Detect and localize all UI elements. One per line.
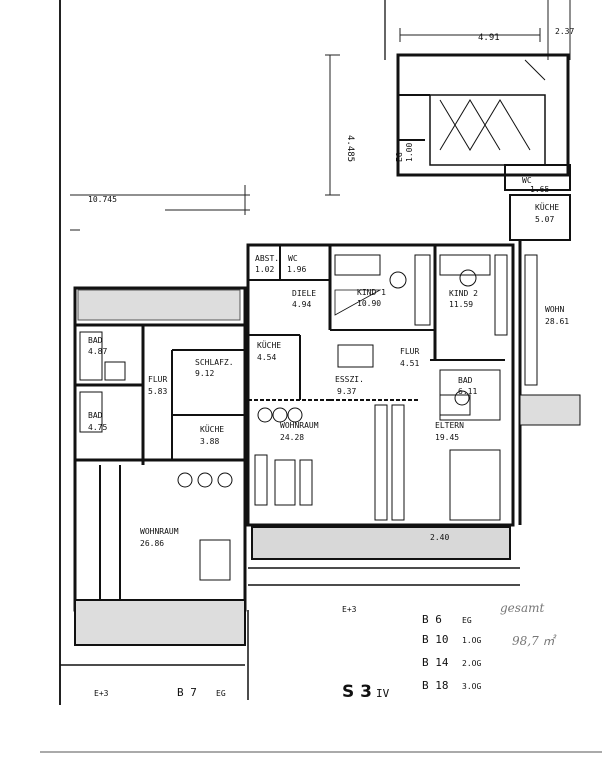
dim-wc-top: 2.37 <box>555 27 574 36</box>
room-center-kind2-name: KIND 2 <box>449 289 478 298</box>
room-center-flur-name: FLUR <box>400 347 419 356</box>
dim-left-site: 10.745 <box>88 195 117 204</box>
room-center-kind2-area: 11.59 <box>449 300 473 309</box>
legend-building-code: B 14 <box>422 656 449 669</box>
room-right-kueche-area: 5.07 <box>535 215 554 224</box>
room-center-diele-area: 4.94 <box>292 300 311 309</box>
upper-right-building <box>396 53 571 241</box>
dim-eg-small: EG <box>395 152 404 162</box>
dim-vertical: 4.485 <box>345 135 355 162</box>
room-center-wc-name: WC <box>288 254 298 263</box>
room-center-bad-name: BAD <box>458 376 473 385</box>
room-right-wc-area: 1.65 <box>530 185 549 194</box>
dimension-lines <box>70 0 571 231</box>
left-apartment <box>60 286 247 666</box>
room-center-wohnraum-name: WOHNRAUM <box>280 421 319 430</box>
legend-building-floor: 2.OG <box>462 659 481 668</box>
room-center-wc-area: 1.96 <box>287 265 306 274</box>
room-center-flur-area: 4.51 <box>400 359 419 368</box>
room-left-bad1-name: BAD <box>88 336 103 345</box>
legend-building-floor: EG <box>462 616 472 625</box>
center-apartment <box>246 243 520 700</box>
room-left-schlafz-name: SCHLAFZ. <box>195 358 234 367</box>
room-right-kueche-name: KÜCHE <box>535 202 559 212</box>
room-center-kind1-name: KIND 1 <box>357 288 386 297</box>
room-left-kueche-area: 3.88 <box>200 437 219 446</box>
sheet-suffix: IV <box>376 687 390 700</box>
room-center-esszi-name: ESSZI. <box>335 375 364 384</box>
legend-building-floor: 1.OG <box>462 636 481 645</box>
room-left-bad1-area: 4.87 <box>88 347 107 356</box>
room-left-wohnraum-area: 26.86 <box>140 539 164 548</box>
room-left-kueche-name: KÜCHE <box>200 424 224 434</box>
dim-eg-small-2: 1.00 <box>405 143 414 162</box>
handwritten-note-1: gesamt <box>500 601 544 615</box>
room-center-kueche-area: 4.54 <box>257 353 276 362</box>
room-right-wohn-area: 28.61 <box>545 317 569 326</box>
legend-e3-bottom-left: E+3 <box>94 689 109 698</box>
room-center-bad-area: 6.11 <box>458 387 477 396</box>
legend-building-floor: 3.OG <box>462 682 481 691</box>
room-center-esszi-area: 9.37 <box>337 387 356 396</box>
room-center-abst-name: ABST. <box>255 254 279 263</box>
room-center-diele-name: DIELE <box>292 289 316 298</box>
room-right-wohn-name: WOHN <box>545 305 564 314</box>
room-center-eltern-name: ELTERN <box>435 421 464 430</box>
room-left-bad2-name: BAD <box>88 411 103 420</box>
room-left-flur-name: FLUR <box>148 375 167 384</box>
sheet-code: S 3 <box>342 682 372 702</box>
dim-top-width: 4.91 <box>478 33 500 43</box>
room-center-kind1-area: 10.90 <box>357 299 381 308</box>
room-center-wohnraum-area: 24.28 <box>280 433 304 442</box>
room-center-eltern-area: 19.45 <box>435 433 459 442</box>
room-center-abst-area: 1.02 <box>255 265 274 274</box>
room-center-kueche-name: KÜCHE <box>257 340 281 350</box>
legend-building-code: B 6 <box>422 613 442 626</box>
room-left-bad2-area: 4.75 <box>88 423 107 432</box>
dim-terrace: 2.40 <box>430 533 449 542</box>
right-building <box>518 240 581 525</box>
legend-building-code: B 10 <box>422 633 449 646</box>
room-right-wc-name: WC <box>522 176 532 185</box>
legend-building-code: B 18 <box>422 679 449 692</box>
room-left-schlafz-area: 9.12 <box>195 369 214 378</box>
room-left-wohnraum-name: WOHNRAUM <box>140 527 179 536</box>
handwritten-note-2: 98,7 ㎡ <box>512 634 558 648</box>
room-left-flur-area: 5.83 <box>148 387 167 396</box>
legend-b7: B 7 <box>177 686 197 699</box>
legend-e3-center: E+3 <box>342 605 357 614</box>
legend-b7-floor: EG <box>216 689 226 698</box>
